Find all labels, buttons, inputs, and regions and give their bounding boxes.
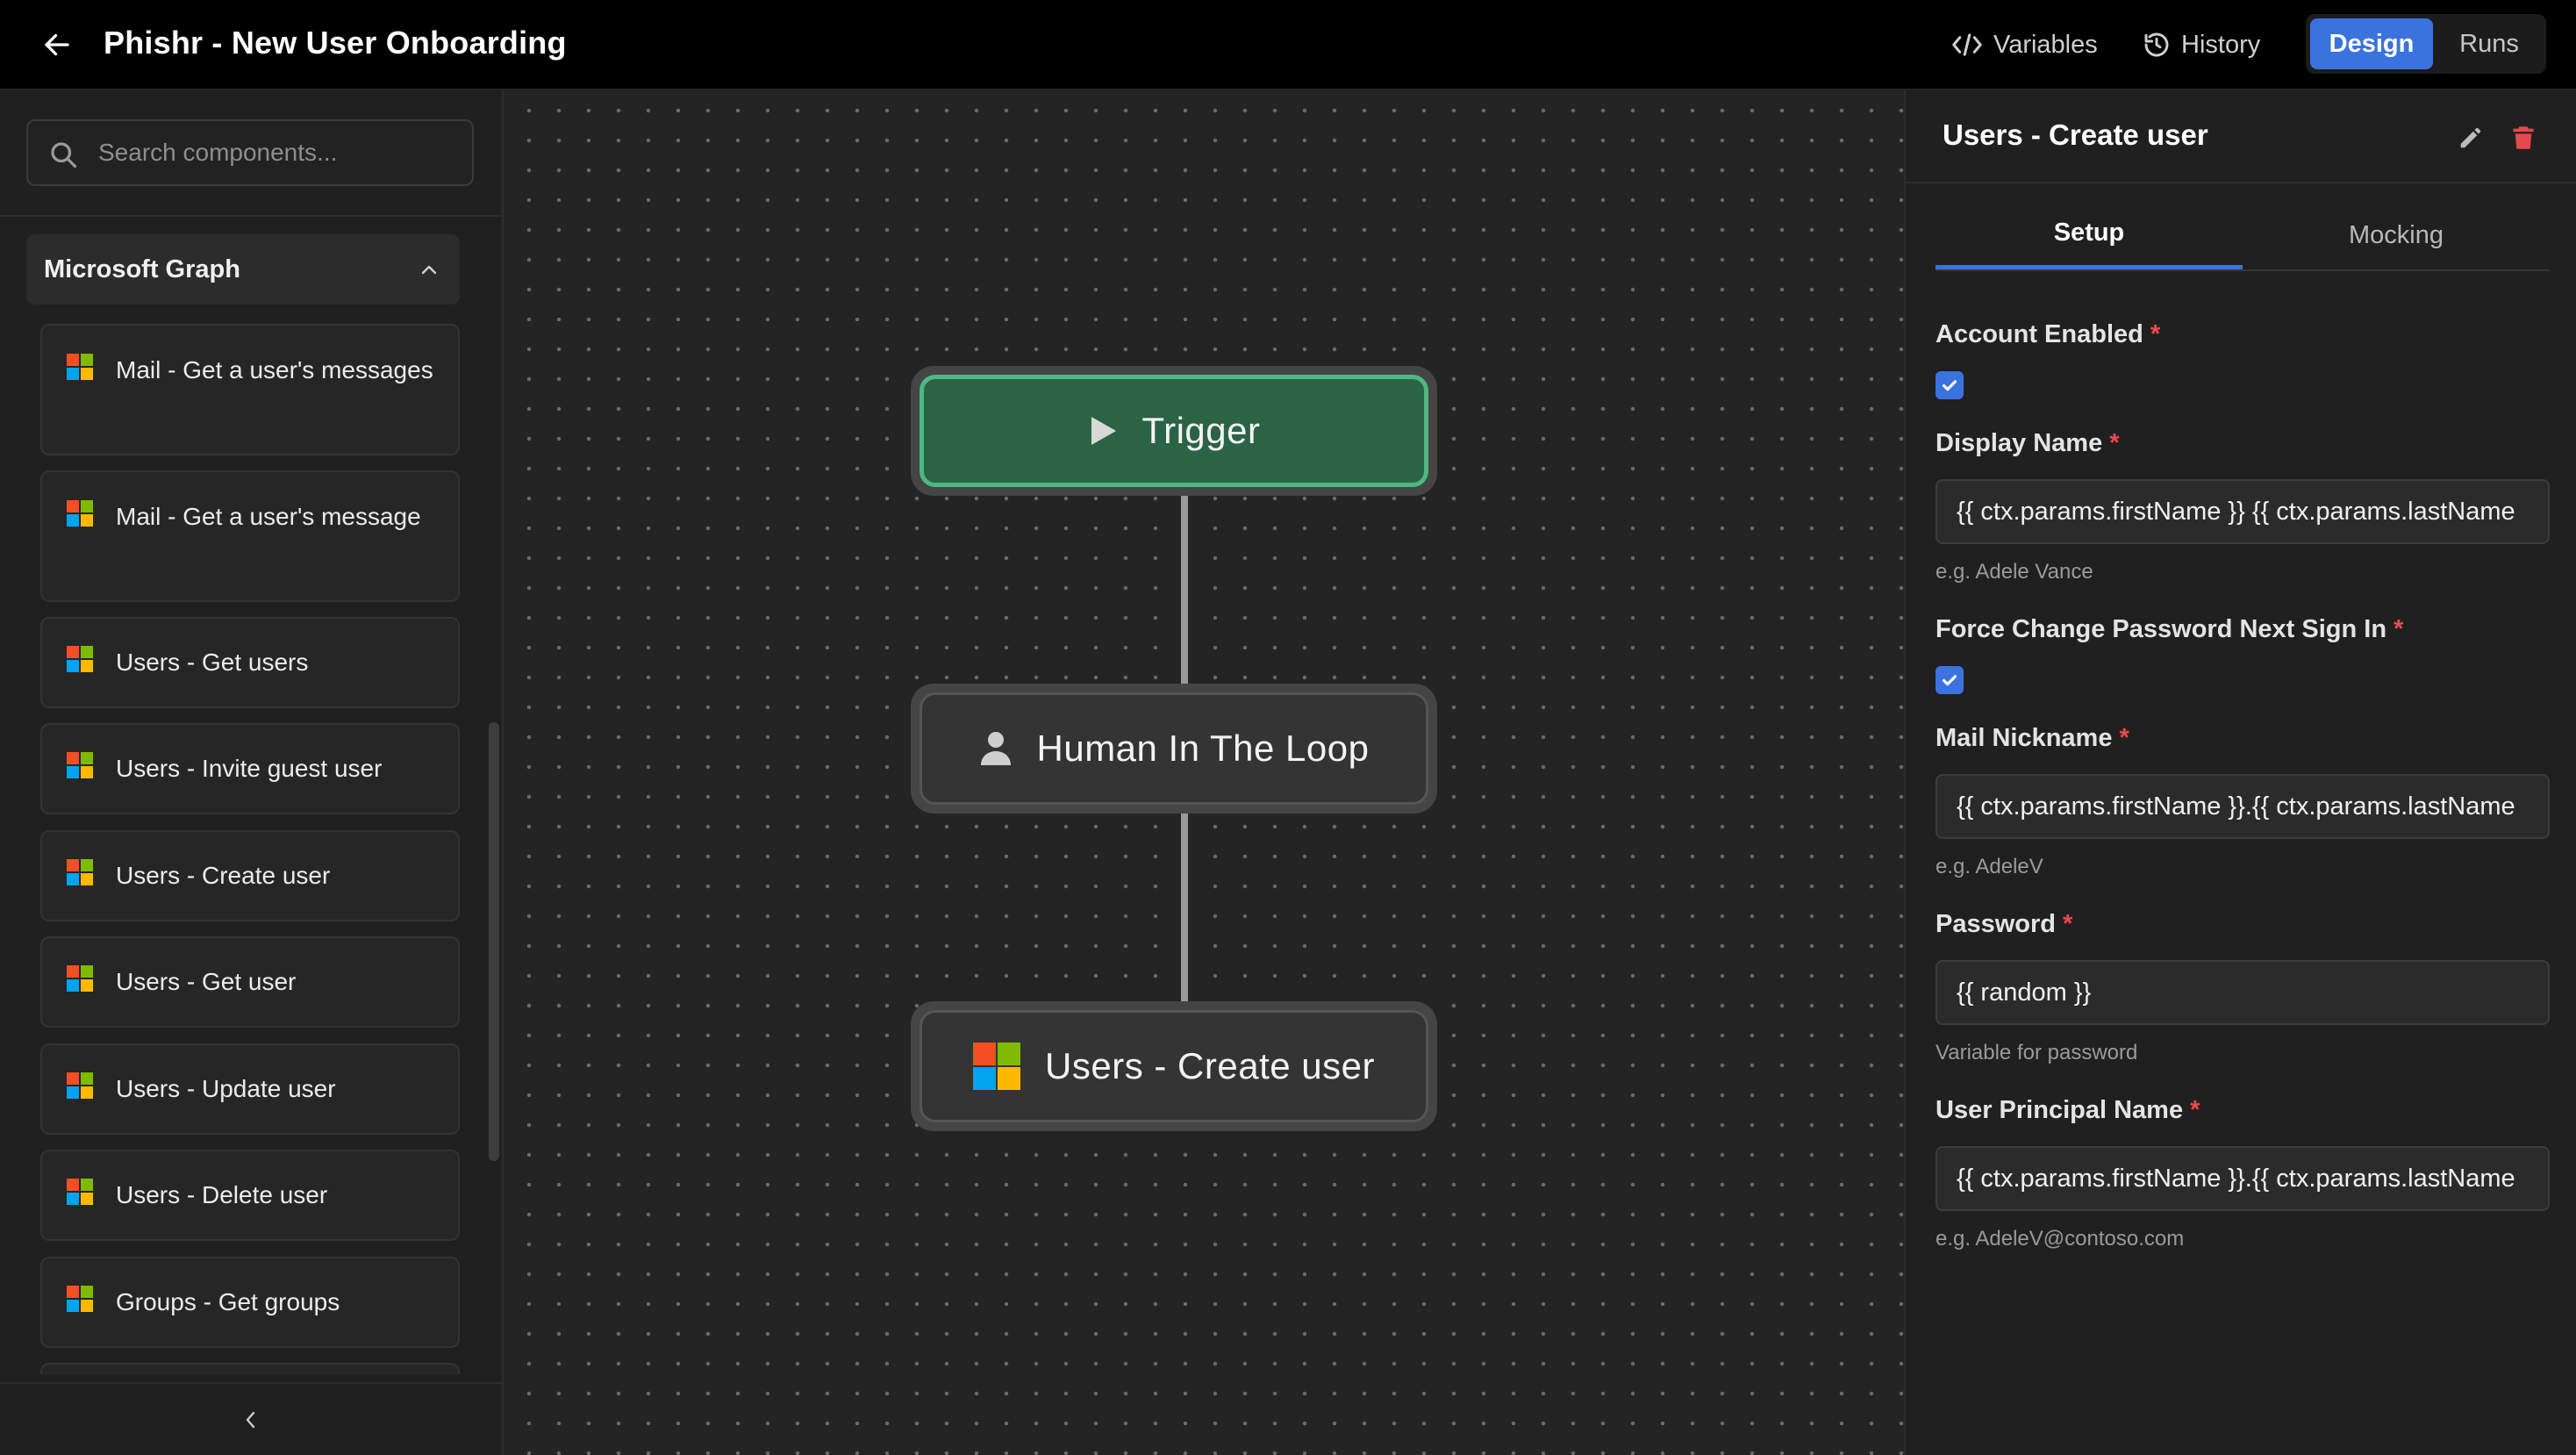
required-marker: *: [2394, 615, 2404, 643]
node-users-create-user[interactable]: Users - Create user: [911, 1001, 1437, 1131]
component-item[interactable]: Mail - Get a user's message: [40, 470, 460, 602]
play-icon: [1091, 417, 1116, 445]
force-change-password-label: Force Change Password Next Sign In*: [1936, 615, 2404, 643]
back-button[interactable]: [35, 23, 79, 67]
component-label: Users - Create user: [116, 862, 331, 889]
node-label: Users - Create user: [1045, 1045, 1375, 1086]
microsoft-logo-icon: [67, 1179, 93, 1205]
password-label: Password*: [1936, 910, 2073, 938]
chevron-left-icon: [246, 1411, 255, 1428]
tab-runs[interactable]: Runs: [2459, 29, 2519, 58]
component-label: Users - Get users: [116, 649, 309, 676]
component-label: Mail - Get a user's message: [116, 503, 421, 530]
component-list: Mail - Get a user's messages Mail - Get …: [40, 324, 460, 1374]
component-item[interactable]: Users - Update user: [40, 1043, 460, 1135]
microsoft-logo-icon: [973, 1043, 1021, 1090]
tab-design[interactable]: Design: [2310, 18, 2433, 69]
panel-title: Users - Create user: [1943, 118, 2208, 151]
microsoft-logo-icon: [67, 859, 93, 885]
component-item[interactable]: Users - Delete user: [40, 1150, 460, 1241]
mode-switch: Design Runs: [2306, 14, 2546, 74]
display-name-label: Display Name*: [1936, 429, 2120, 457]
node-human-in-the-loop[interactable]: Human In The Loop: [911, 684, 1437, 814]
panel-divider: [1906, 182, 2576, 183]
page-title: Phishr - New User Onboarding: [104, 25, 567, 61]
component-label: Users - Update user: [116, 1075, 336, 1102]
microsoft-logo-icon: [67, 1072, 93, 1099]
workflow-canvas[interactable]: Trigger Human In The Loop Users - Create…: [504, 90, 1904, 1455]
component-item-partial[interactable]: [40, 1363, 460, 1374]
user-principal-name-hint: e.g. AdeleV@contoso.com: [1936, 1227, 2185, 1251]
component-item[interactable]: Users - Invite guest user: [40, 723, 460, 814]
display-name-hint: e.g. Adele Vance: [1936, 560, 2093, 584]
component-item[interactable]: Users - Get user: [40, 936, 460, 1028]
check-icon: [1942, 675, 1957, 686]
node-trigger[interactable]: Trigger: [911, 366, 1437, 496]
component-item[interactable]: Users - Create user: [40, 830, 460, 921]
mail-nickname-hint: e.g. AdeleV: [1936, 855, 2043, 878]
history-label: History: [2181, 30, 2261, 59]
variables-button[interactable]: Variables: [1951, 25, 2098, 65]
component-label: Groups - Get groups: [116, 1288, 340, 1315]
required-marker: *: [2119, 724, 2129, 752]
sidebar-divider: [0, 215, 502, 217]
history-button[interactable]: History: [2143, 25, 2260, 65]
mail-nickname-label: Mail Nickname*: [1936, 724, 2129, 752]
component-label: Mail - Get a user's messages: [116, 356, 433, 383]
group-label: Microsoft Graph: [44, 254, 240, 283]
microsoft-logo-icon: [67, 354, 93, 380]
search-icon: [51, 142, 77, 168]
required-marker: *: [2063, 910, 2073, 938]
microsoft-logo-icon: [67, 752, 93, 778]
node-config-panel: Users - Create user Setup Mocking Accoun…: [1904, 90, 2576, 1455]
arrow-left-icon: [45, 33, 69, 56]
edge-trigger-to-hitl: [1181, 487, 1188, 785]
search-input[interactable]: [98, 121, 462, 184]
history-icon: [2144, 32, 2169, 57]
user-principal-name-label: User Principal Name*: [1936, 1096, 2200, 1124]
node-label: Trigger: [1141, 410, 1261, 451]
component-item[interactable]: Users - Get users: [40, 617, 460, 708]
component-item[interactable]: Groups - Get groups: [40, 1257, 460, 1348]
variables-label: Variables: [1993, 30, 2098, 59]
force-change-password-checkbox[interactable]: [1936, 666, 1964, 694]
account-enabled-checkbox[interactable]: [1936, 371, 1964, 399]
edit-node-button[interactable]: [2453, 120, 2488, 155]
top-bar: Phishr - New User Onboarding Variables H…: [0, 0, 2576, 90]
delete-node-button[interactable]: [2506, 120, 2541, 155]
component-item[interactable]: Mail - Get a user's messages: [40, 324, 460, 455]
person-icon: [980, 732, 1011, 765]
required-marker: *: [2109, 429, 2120, 457]
search-box: [26, 119, 474, 186]
account-enabled-label: Account Enabled*: [1936, 320, 2161, 348]
required-marker: *: [2190, 1096, 2200, 1124]
required-marker: *: [2150, 320, 2161, 348]
password-field[interactable]: {{ random }}: [1936, 960, 2550, 1025]
panel-tabs: Setup Mocking: [1936, 201, 2550, 271]
password-hint: Variable for password: [1936, 1041, 2138, 1064]
component-label: Users - Get user: [116, 968, 297, 995]
user-principal-name-field[interactable]: {{ ctx.params.firstName }}.{{ ctx.params…: [1936, 1146, 2550, 1211]
trash-icon: [2513, 126, 2534, 149]
tab-mocking[interactable]: Mocking: [2349, 220, 2444, 249]
edge-hitl-to-create-user: [1181, 805, 1188, 1089]
component-label: Users - Delete user: [116, 1181, 328, 1208]
mail-nickname-field[interactable]: {{ ctx.params.firstName }}.{{ ctx.params…: [1936, 774, 2550, 839]
collapse-sidebar-button[interactable]: [0, 1382, 502, 1455]
display-name-field[interactable]: {{ ctx.params.firstName }} {{ ctx.params…: [1936, 479, 2550, 544]
chevron-up-icon: [421, 265, 437, 275]
components-sidebar: Microsoft Graph Mail - Get a user's mess…: [0, 90, 504, 1455]
component-label: Users - Invite guest user: [116, 755, 383, 782]
microsoft-logo-icon: [67, 646, 93, 672]
tab-setup[interactable]: Setup: [1936, 201, 2243, 269]
microsoft-logo-icon: [67, 1286, 93, 1312]
code-icon: [1952, 33, 1982, 56]
node-label: Human In The Loop: [1036, 728, 1370, 769]
microsoft-logo-icon: [67, 500, 93, 527]
group-header-microsoft-graph[interactable]: Microsoft Graph: [26, 234, 460, 305]
check-icon: [1942, 380, 1957, 391]
sidebar-scrollbar[interactable]: [489, 722, 499, 1161]
pencil-icon: [2460, 127, 2481, 148]
microsoft-logo-icon: [67, 965, 93, 992]
